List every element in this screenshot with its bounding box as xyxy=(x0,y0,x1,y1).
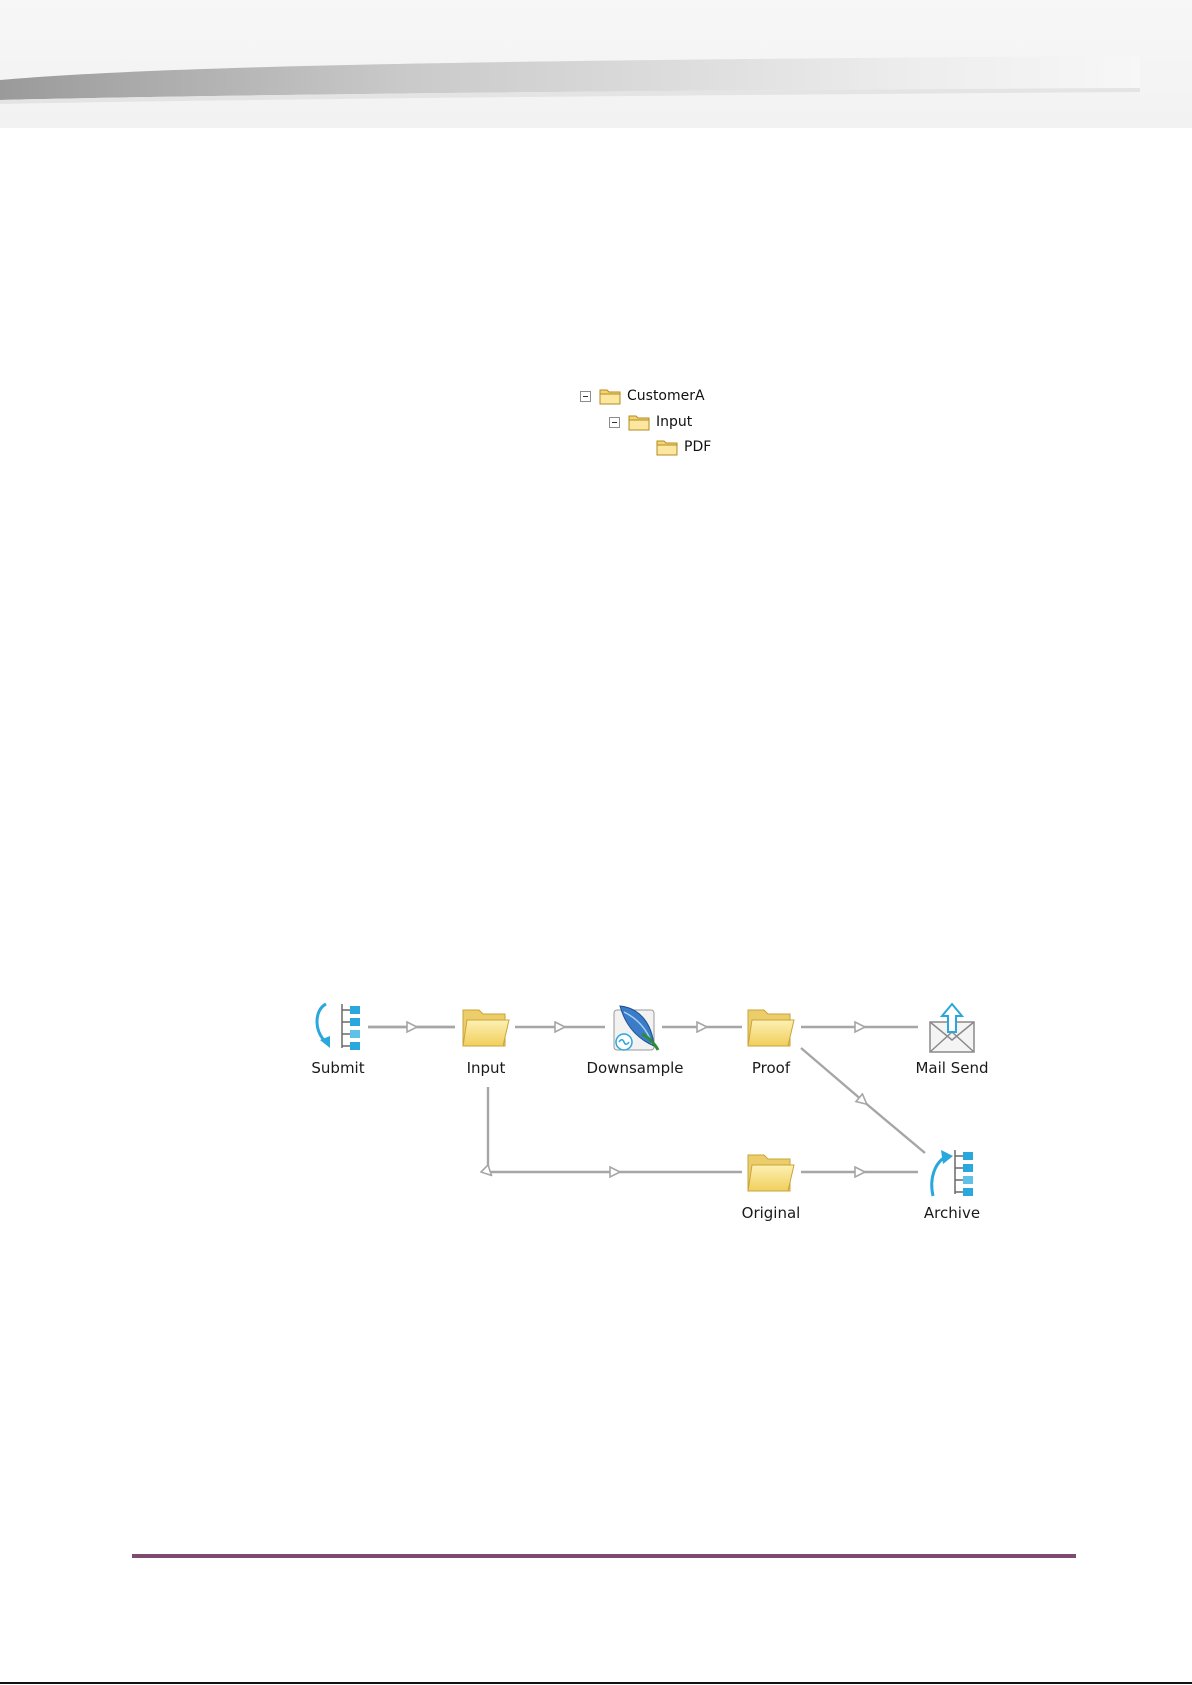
workflow-node-proof[interactable]: Proof xyxy=(748,1010,794,1077)
submit-hierarchy-icon xyxy=(317,1004,360,1050)
folder-icon xyxy=(748,1155,794,1191)
connector-proof-archive xyxy=(801,1048,925,1153)
workflow-node-mail-send[interactable]: Mail Send xyxy=(915,1004,988,1077)
page-bottom-rule xyxy=(0,1682,1192,1684)
node-label: Mail Send xyxy=(915,1059,988,1077)
workflow-node-archive[interactable]: Archive xyxy=(924,1150,980,1222)
node-label: Original xyxy=(742,1204,801,1222)
folder-icon xyxy=(748,1010,794,1046)
footer-rule xyxy=(132,1554,1076,1558)
node-label: Submit xyxy=(311,1059,364,1077)
workflow-node-original[interactable]: Original xyxy=(742,1155,801,1222)
workflow-node-input[interactable]: Input xyxy=(463,1010,509,1077)
node-label: Input xyxy=(467,1059,506,1077)
connector-input-original xyxy=(488,1087,742,1172)
mail-send-icon xyxy=(930,1004,974,1052)
workflow-node-downsample[interactable]: Downsample xyxy=(586,1006,683,1077)
node-label: Proof xyxy=(752,1059,791,1077)
archive-hierarchy-icon xyxy=(932,1150,973,1196)
feather-pen-icon xyxy=(614,1006,658,1050)
workflow-node-submit[interactable]: Submit xyxy=(311,1004,364,1077)
node-label: Downsample xyxy=(586,1059,683,1077)
node-label: Archive xyxy=(924,1204,980,1222)
folder-icon xyxy=(463,1010,509,1046)
